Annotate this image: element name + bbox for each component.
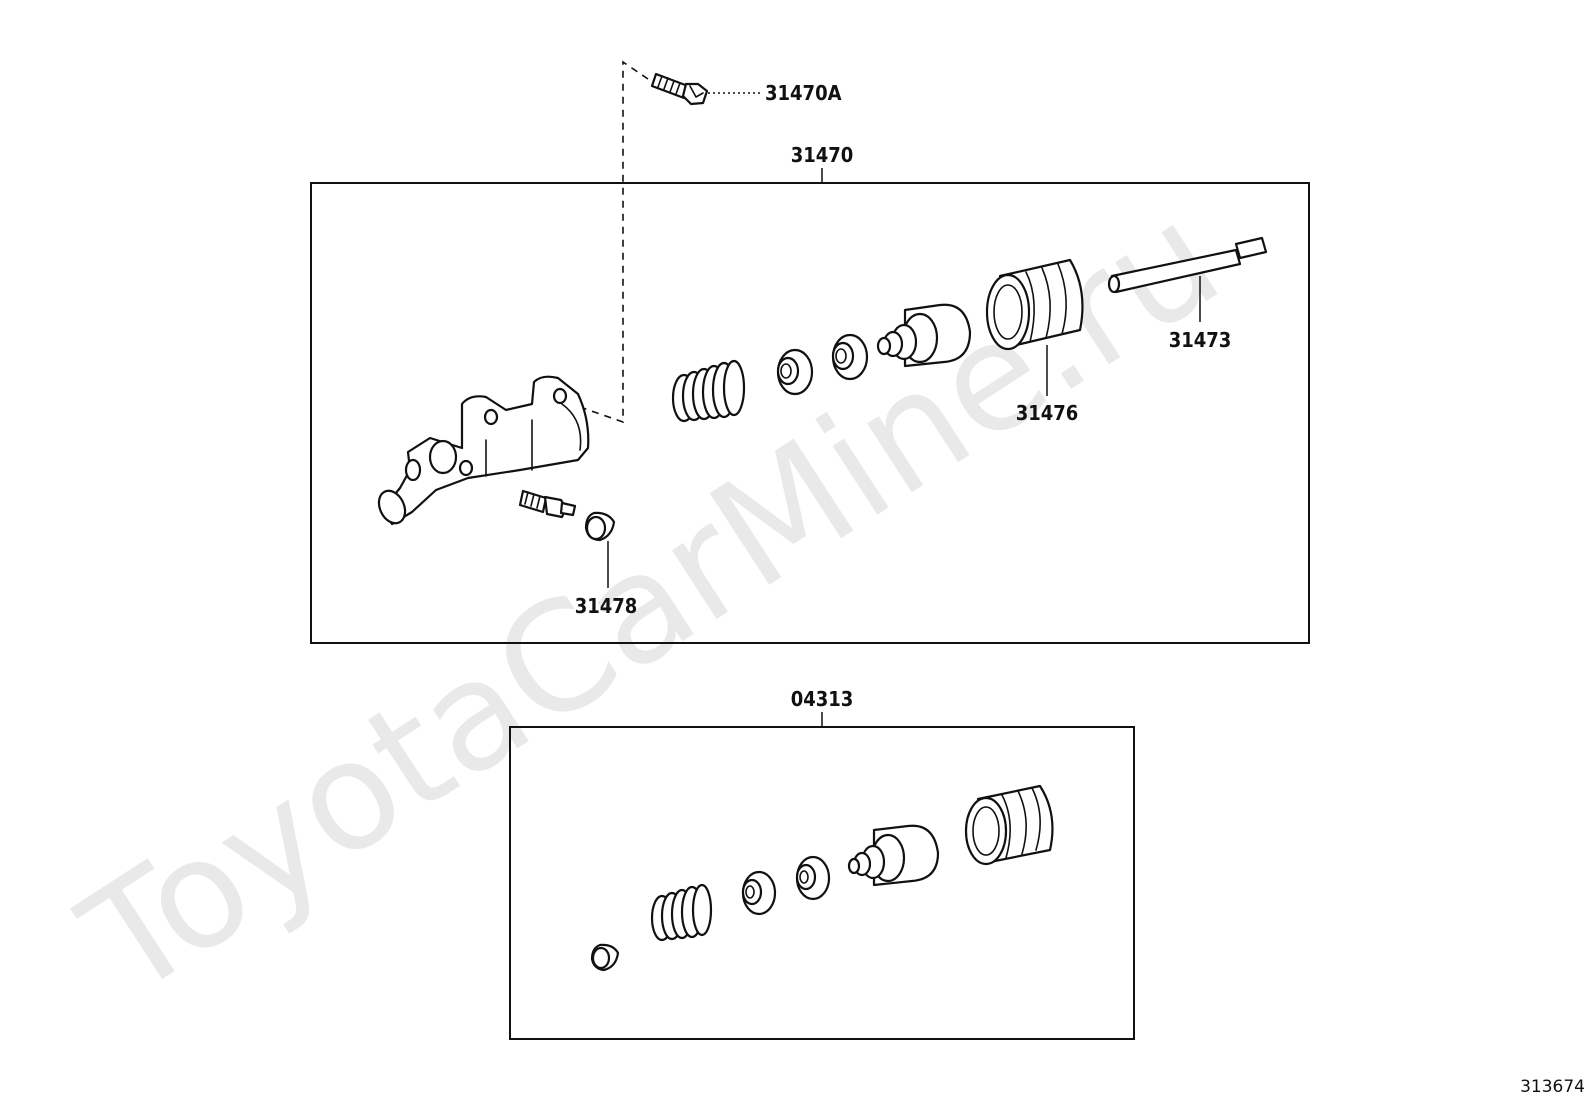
- bleeder-plug[interactable]: [518, 489, 577, 519]
- label-31470a[interactable]: 31470A: [765, 81, 842, 105]
- label-04313[interactable]: 04313: [791, 687, 854, 711]
- label-31476[interactable]: 31476: [1016, 401, 1079, 425]
- piston-cup-1[interactable]: [776, 348, 814, 396]
- kit-piston-cup-2[interactable]: [795, 855, 831, 901]
- piston[interactable]: [876, 303, 972, 368]
- spring[interactable]: [671, 359, 746, 423]
- kit-boot[interactable]: [964, 784, 1054, 866]
- clutch-release-cylinder-body[interactable]: [374, 375, 590, 528]
- boot-31476[interactable]: [985, 258, 1084, 351]
- mounting-dashed-line: [573, 60, 649, 424]
- label-31478[interactable]: 31478: [575, 594, 638, 618]
- piston-cup-2[interactable]: [831, 333, 869, 381]
- label-31473[interactable]: 31473: [1169, 328, 1232, 352]
- kit-piston-cup-1[interactable]: [741, 870, 777, 916]
- kit-spring[interactable]: [650, 883, 713, 942]
- assembly-frame-31470: [310, 182, 1310, 644]
- kit-piston[interactable]: [847, 824, 940, 887]
- bleeder-cap-31478[interactable]: [584, 511, 616, 542]
- figure-number: 313674: [1520, 1077, 1585, 1097]
- push-rod-31473[interactable]: [1107, 236, 1268, 294]
- bolt-31470a[interactable]: [650, 72, 709, 106]
- kit-bleeder-cap[interactable]: [590, 943, 620, 972]
- label-31470[interactable]: 31470: [791, 143, 854, 167]
